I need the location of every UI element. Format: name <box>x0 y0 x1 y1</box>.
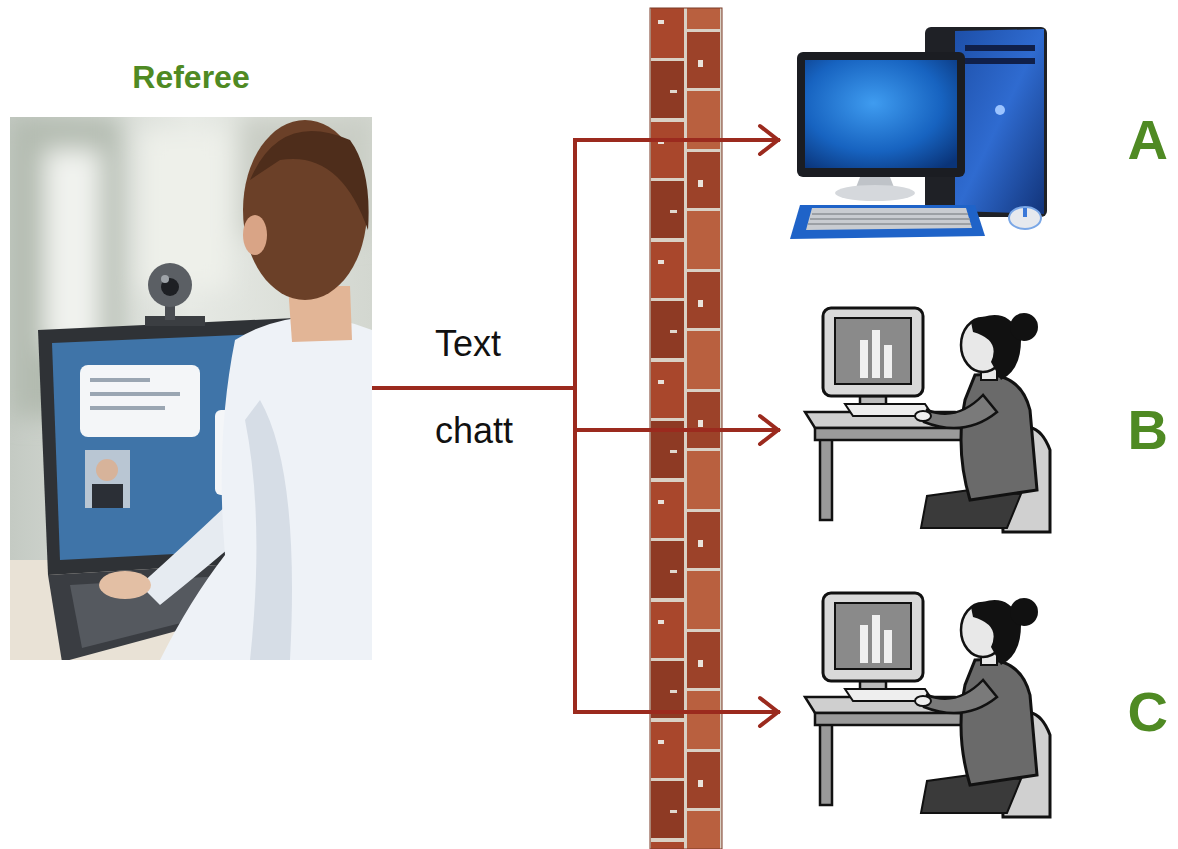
chat-connector <box>372 388 780 726</box>
chat-label: chatt <box>435 410 513 452</box>
node-label: A <box>1128 108 1168 172</box>
chat-connector <box>372 126 780 388</box>
node-label: C <box>1128 680 1168 744</box>
referee-photo <box>10 117 372 660</box>
node-label: B <box>1128 398 1168 462</box>
participant-node: A <box>780 20 1178 260</box>
person-picture <box>805 308 1050 532</box>
participant-node: B <box>780 295 1178 565</box>
referee-node: Referee <box>10 55 372 721</box>
chat-label: Text <box>435 323 501 365</box>
computer-picture <box>790 27 1047 239</box>
person-picture <box>805 593 1050 817</box>
participant-node: C <box>780 580 1178 844</box>
node-label: Referee <box>132 55 249 99</box>
